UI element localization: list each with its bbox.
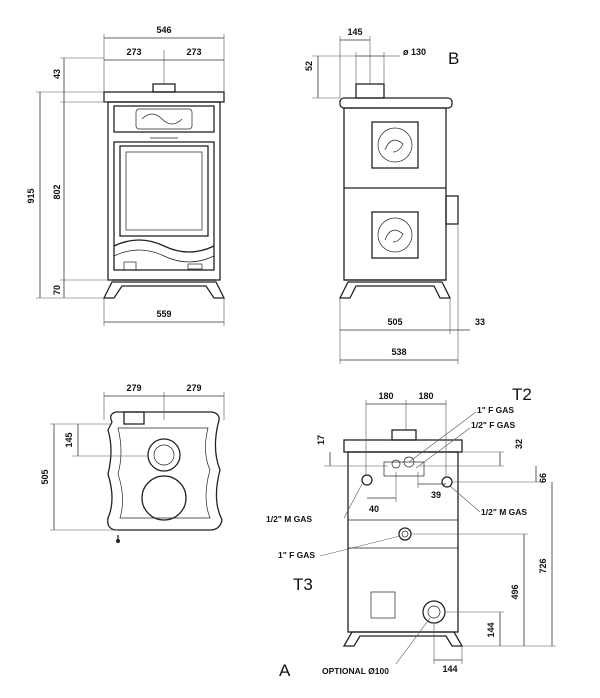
rear-half-right-label: 180: [418, 391, 433, 401]
front-base-label: 559: [156, 309, 171, 319]
side-top-height-label: 52: [304, 61, 314, 71]
rear-t2-label: T2: [512, 385, 532, 404]
front-body-label: 802: [52, 184, 62, 199]
front-width-label: 546: [156, 25, 171, 35]
side-diameter-label: ø 130: [403, 47, 426, 57]
front-half-right-label: 273: [186, 47, 201, 57]
rear-gas-f-half-label: 1/2" F GAS: [471, 420, 516, 430]
rear-height-726-label: 726: [538, 558, 548, 573]
side-view: B 145 ø 130 52 505 33 538: [304, 27, 485, 364]
rear-a-label: A: [279, 661, 291, 680]
rear-optional-label: OPTIONAL Ø100: [322, 666, 389, 676]
rear-gas-f1-top-label: 1" F GAS: [477, 405, 514, 415]
rear-inner-right-label: 39: [431, 490, 441, 500]
rear-view: T2 T3 A 180 180 17 32 66 40 39 726: [266, 385, 556, 680]
rear-height-144-label: 144: [486, 622, 496, 637]
front-view: 546 273 273 915 43 802 70 559: [26, 25, 226, 326]
top-half-left-label: 279: [126, 383, 141, 393]
front-half-left-label: 273: [126, 47, 141, 57]
rear-right-side-label: 66: [538, 473, 548, 483]
rear-gas-f1-mid-label: 1" F GAS: [278, 550, 315, 560]
rear-top-offset-label: 17: [316, 435, 326, 445]
rear-right-offset-label: 32: [514, 439, 524, 449]
front-height-label: 915: [26, 188, 36, 203]
rear-bottom-144-label: 144: [442, 664, 457, 674]
rear-t3-label: T3: [293, 575, 313, 594]
side-depth-label: 505: [387, 317, 402, 327]
side-offset-label: 145: [347, 27, 362, 37]
rear-inner-left-label: 40: [369, 504, 379, 514]
top-half-right-label: 279: [186, 383, 201, 393]
rear-gas-m-right-label: 1/2" M GAS: [481, 507, 527, 517]
side-total-depth-label: 538: [391, 347, 406, 357]
front-bottom-label: 70: [52, 285, 62, 295]
side-view-label: B: [448, 49, 459, 68]
rear-height-496-label: 496: [510, 584, 520, 599]
front-top-label: 43: [52, 69, 62, 79]
top-view: 279 279 145 505: [40, 383, 225, 543]
side-back-label: 33: [475, 317, 485, 327]
rear-half-left-label: 180: [378, 391, 393, 401]
top-offset-label: 145: [64, 432, 74, 447]
top-depth-label: 505: [40, 469, 50, 484]
rear-gas-m-left-label: 1/2" M GAS: [266, 514, 312, 524]
